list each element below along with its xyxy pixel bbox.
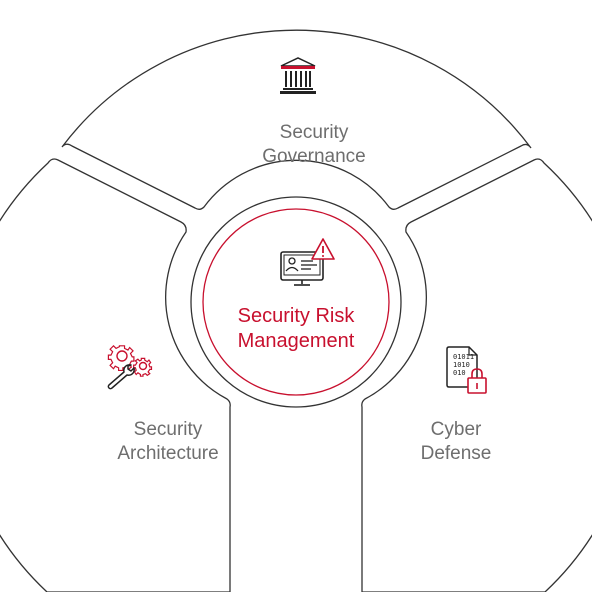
binary-row-3: 010 [453,369,466,377]
binary-row-2: 1010 [453,361,470,369]
label-cyber-defense: Cyber Defense [421,418,492,466]
security-architecture-line2: Architecture [117,443,219,464]
monitor-warning-icon [280,238,335,286]
segment-security-governance [61,29,532,210]
label-security-risk-management: Security Risk Management [238,304,355,354]
cyber-defense-line1: Cyber [430,419,482,440]
segment-security-architecture [0,158,231,592]
binary-lock-icon: 01011 1010 010 [446,346,487,394]
bank-building-icon [280,57,316,94]
label-security-architecture: Security Architecture [117,418,218,466]
binary-row-1: 01011 [453,353,474,361]
security-risk-management-line2: Management [237,330,355,352]
center-hub-inner [202,208,390,396]
security-architecture-line1: Security [133,419,203,440]
security-risk-management-line1: Security Risk [237,305,355,327]
cyber-defense-line2: Defense [420,443,492,464]
security-governance-line2: Governance [262,146,366,167]
label-security-governance: Security Governance [262,121,366,169]
security-governance-line1: Security [279,122,349,143]
gears-wrench-icon [107,344,153,390]
